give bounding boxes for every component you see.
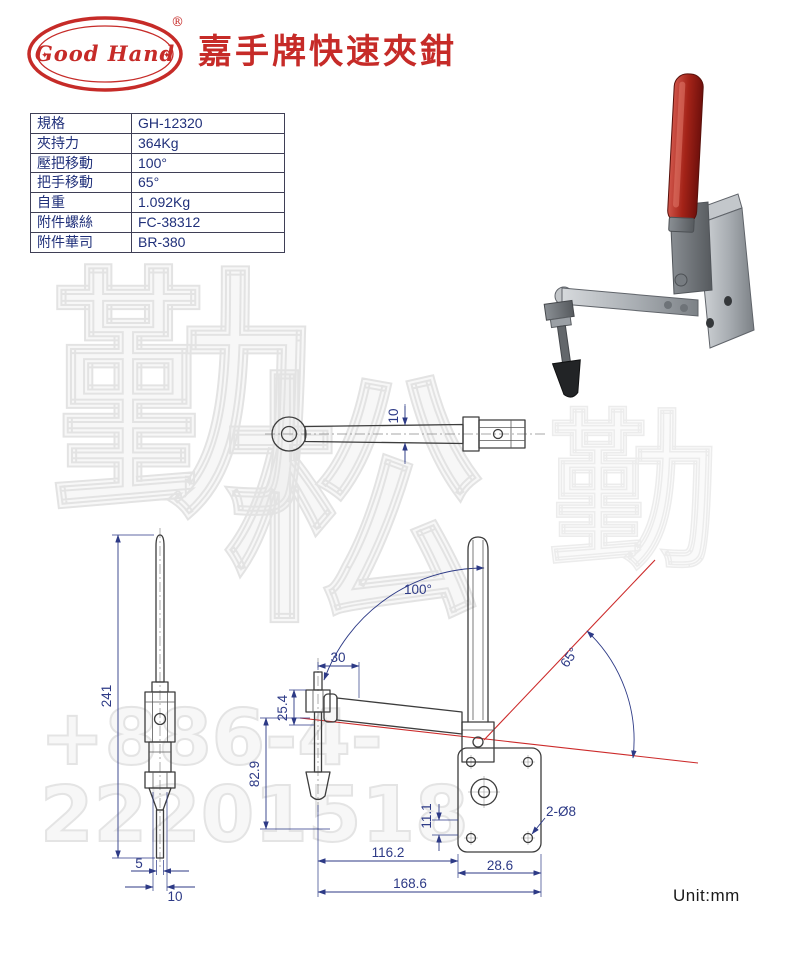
dim-overall-height: 241 (99, 534, 155, 859)
dim-spindle-reach: 82.9 (247, 717, 330, 830)
handle-outline (461, 536, 495, 763)
spec-label: 自重 (30, 192, 132, 213)
dim-arm-length: 116.2 (317, 805, 459, 897)
dim-label-arm-thickness: 10 (386, 408, 401, 423)
clamp-3d-render (543, 73, 755, 398)
dim-label-rod-width: 10 (167, 889, 182, 904)
spec-value: 1.092Kg (131, 192, 285, 213)
press-angle-arc (323, 565, 485, 681)
spec-value: GH-12320 (131, 113, 285, 134)
spec-value: FC-38312 (131, 211, 285, 233)
dim-base-edge: 11.1 (419, 803, 458, 851)
dim-label-spindle-reach: 82.9 (247, 761, 262, 787)
logo-star-icon: ✦ (41, 50, 49, 60)
dim-label-arm-height: 25.4 (275, 694, 290, 721)
handle-open-red-line (483, 559, 656, 741)
drawing-front-view: 241 5 10 (99, 528, 195, 904)
dim-label-overall-height: 241 (99, 685, 114, 708)
clamp-front-outline (144, 534, 176, 859)
dim-label-mount-holes: 2-Ø8 (546, 804, 576, 819)
logo-outer-ellipse (27, 16, 183, 92)
spindle-3d (543, 299, 581, 398)
spindle-outline (305, 671, 331, 801)
logo-inner-ellipse (36, 25, 174, 83)
dim-arm-height: 25.4 (275, 689, 314, 726)
base-plate-outline (457, 747, 542, 853)
dim-label-overall-length: 168.6 (393, 876, 427, 891)
rubber-tip-3d (551, 359, 581, 398)
rubber-tip-outline (305, 771, 331, 801)
dim-spindle-offset: 30 (317, 650, 360, 698)
dim-label-handle-angle: 65° (557, 645, 581, 670)
goodhand-logo: Good Hand ✦ ✦ ® (27, 15, 184, 92)
red-handle-3d (667, 73, 704, 233)
dim-arm-thickness: 10 (386, 404, 408, 464)
spec-value: 364Kg (131, 132, 285, 154)
dim-base-width: 28.6 (457, 854, 542, 897)
spec-value: BR-380 (131, 231, 285, 253)
page-title: 嘉手牌快速夾鉗 (198, 32, 457, 72)
spec-label: 規格 (30, 113, 132, 134)
logo-star-icon: ✦ (163, 50, 171, 60)
dim-label-arm-length: 116.2 (372, 845, 405, 860)
dim-tip-width: 5 (131, 856, 189, 875)
drawing-side-view: 100° 65° 30 25.4 82.9 11.1 116.2 (247, 536, 699, 897)
hole-center-marks (464, 755, 535, 845)
spec-label: 附件螺絲 (30, 211, 132, 233)
spec-label: 附件華司 (30, 231, 132, 253)
dim-label-tip-width: 5 (135, 856, 143, 871)
unit-label: Unit:mm (673, 886, 740, 905)
arm-top-view-outline (271, 416, 526, 452)
dim-overall-length: 168.6 (317, 876, 542, 895)
drawing-top-view: 10 (265, 404, 547, 464)
dim-label-base-edge: 11.1 (419, 803, 434, 828)
spec-label: 把手移動 (30, 172, 132, 194)
handle-angle-arc (586, 630, 637, 759)
registered-trademark-icon: ® (171, 15, 184, 30)
dim-label-spindle-offset: 30 (330, 650, 345, 665)
dim-rod-width: 10 (125, 792, 195, 904)
dim-label-base-width: 28.6 (487, 858, 513, 873)
spec-value: 65° (131, 172, 285, 194)
dim-label-press-angle: 100° (404, 582, 432, 597)
dim-mount-holes: 2-Ø8 (531, 804, 576, 835)
spec-label: 壓把移動 (30, 152, 132, 174)
spec-value: 100° (131, 152, 285, 174)
logo-brand-text: Good Hand (35, 41, 175, 66)
spec-label: 夾持力 (30, 132, 132, 154)
